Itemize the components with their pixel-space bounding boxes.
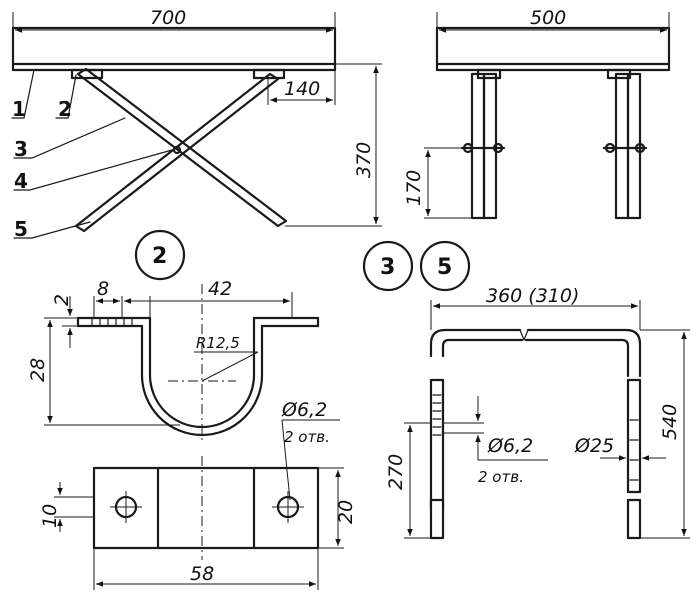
frame-callout-circle-a (362, 240, 414, 292)
bracket-tab-label: 8 (97, 278, 109, 300)
side-pivot-label: 170 (403, 170, 425, 206)
bracket-plate-width-label: 58 (190, 563, 214, 585)
frame-callout-label-a: 3 (380, 255, 395, 280)
front-cross-legs (74, 67, 288, 233)
front-view: 700 140 370 1 2 3 4 5 (11, 7, 382, 241)
part-label-3: 3 (14, 137, 28, 161)
part-label-2: 2 (58, 97, 72, 121)
bracket-height-label: 28 (27, 358, 49, 382)
bracket-hole-offset-label: 10 (39, 504, 61, 528)
frame-height-label: 540 (659, 404, 681, 440)
frame-tube-diameter-label: Ø25 (574, 435, 614, 457)
bracket-profile (76, 316, 320, 437)
frame-hole-diameter-label: Ø6,2 (487, 435, 533, 457)
bracket-plate-height-label: 20 (335, 500, 357, 524)
front-height-label: 370 (353, 142, 375, 178)
frame-tube (429, 328, 642, 540)
frame-hole-count-label: 2 отв. (478, 468, 524, 486)
side-leg-right (602, 72, 648, 220)
bracket-hole-count-label: 2 отв. (284, 428, 330, 446)
part-label-1: 1 (12, 97, 26, 121)
bracket-callout-label: 2 (152, 244, 167, 269)
part-label-5: 5 (14, 217, 28, 241)
part-label-4: 4 (14, 169, 28, 193)
side-view: 500 170 (403, 7, 671, 220)
side-leg-left (460, 72, 506, 220)
bracket-span-label: 42 (208, 278, 232, 300)
side-width-label: 500 (530, 7, 566, 29)
bracket-thickness-label: 2 (51, 294, 73, 306)
bracket-radius-label: R12,5 (196, 334, 240, 352)
bracket-plate (92, 466, 320, 550)
front-offset-label: 140 (284, 78, 320, 100)
bracket-callout-circle (134, 229, 186, 281)
frame-detail: 3 5 (362, 240, 690, 540)
front-part-callouts: 1 2 3 4 5 (11, 69, 173, 241)
front-width-label: 700 (150, 7, 186, 29)
frame-callout-circle-b (419, 240, 471, 292)
frame-callout-label-b: 5 (437, 255, 452, 280)
frame-width-label: 360 (310) (486, 285, 579, 307)
frame-hole-height-label: 270 (385, 454, 407, 490)
front-hinge-right (252, 68, 286, 80)
bracket-detail: 2 2 8 42 28 R12,5 (27, 229, 357, 590)
bracket-hole-diameter-label: Ø6,2 (281, 399, 327, 421)
